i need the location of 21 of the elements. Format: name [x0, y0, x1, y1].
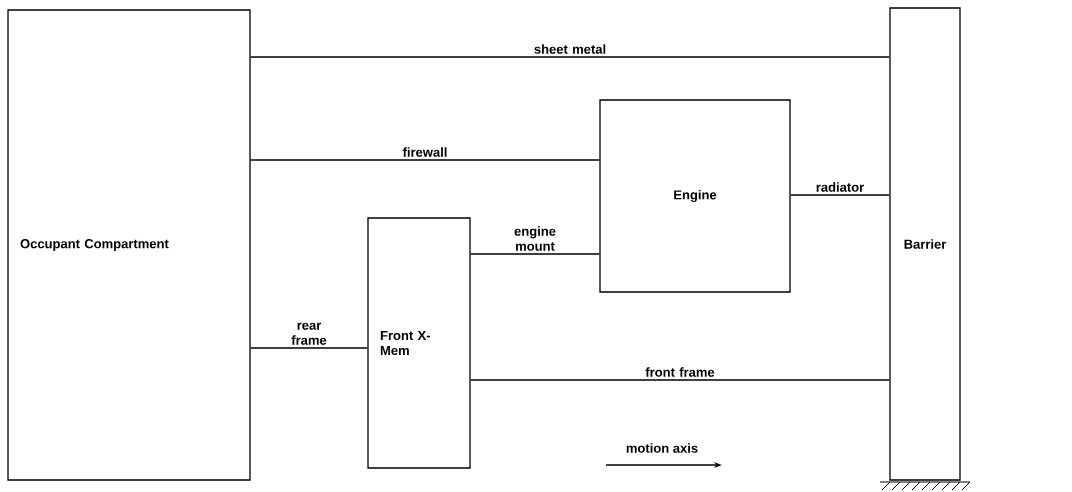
block-label: Barrier: [904, 239, 947, 249]
block-box: [7, 9, 251, 481]
block-label: Occupant Compartment: [20, 239, 169, 251]
edge-label: radiator: [816, 182, 864, 192]
connector-line: [470, 253, 600, 255]
connector-line: [250, 56, 890, 58]
block-box: [367, 217, 471, 469]
block-label: Engine: [674, 189, 717, 203]
edge-label: rear frame: [291, 322, 327, 345]
edge-label: sheet metal: [534, 44, 606, 54]
block-box: [889, 7, 961, 481]
axis-label: motion axis: [626, 443, 698, 453]
edge-label: firewall: [402, 147, 447, 157]
connector-line: [470, 379, 890, 381]
block-box: [599, 99, 791, 293]
edge-label: engine mount: [514, 226, 556, 251]
edge-label: front frame: [645, 367, 715, 377]
connector-line: [250, 347, 368, 349]
connector-line: [790, 194, 890, 196]
block-label: Front X-Mem: [380, 330, 431, 356]
connector-line: [250, 159, 600, 161]
